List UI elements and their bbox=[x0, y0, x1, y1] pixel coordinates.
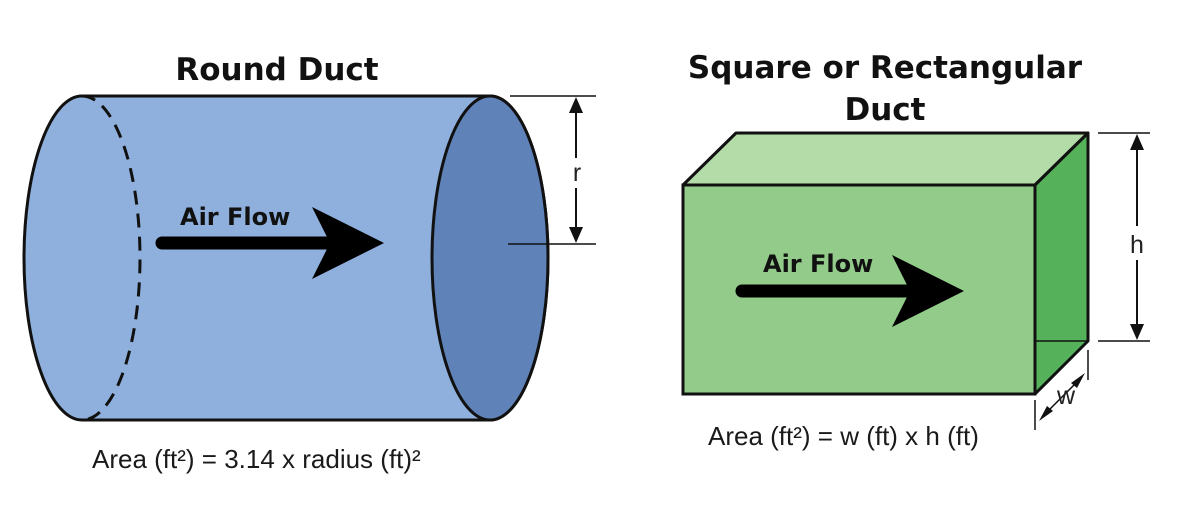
rect-air-flow-arrow bbox=[735, 255, 964, 327]
radius-dimension bbox=[508, 95, 596, 245]
round-duct-title: Round Duct bbox=[175, 52, 378, 88]
box-top-face bbox=[681, 131, 1090, 187]
round-air-flow-label: Air Flow bbox=[180, 203, 290, 231]
rect-duct-title-line1: Square or Rectangular bbox=[688, 50, 1083, 86]
height-dimension bbox=[1098, 132, 1150, 342]
rect-air-flow-label: Air Flow bbox=[763, 250, 873, 278]
round-duct-formula: Area (ft²) = 3.14 x radius (ft)² bbox=[92, 444, 421, 474]
cylinder-hidden-edge bbox=[81, 94, 142, 422]
rect-duct-formula: Area (ft²) = w (ft) x h (ft) bbox=[708, 421, 979, 451]
width-label: w bbox=[1056, 382, 1076, 410]
height-label: h bbox=[1130, 231, 1144, 259]
width-dimension bbox=[1034, 350, 1089, 430]
rect-duct: Square or Rectangular Duct Air Flow h bbox=[681, 50, 1150, 451]
radius-label: r bbox=[573, 159, 581, 187]
rect-duct-title-line2: Duct bbox=[845, 92, 926, 128]
round-air-flow-arrow bbox=[155, 207, 384, 279]
cylinder-end-face bbox=[430, 94, 550, 422]
round-duct: Round Duct Air Flow r Area (ft²) = 3.14 … bbox=[22, 52, 596, 474]
